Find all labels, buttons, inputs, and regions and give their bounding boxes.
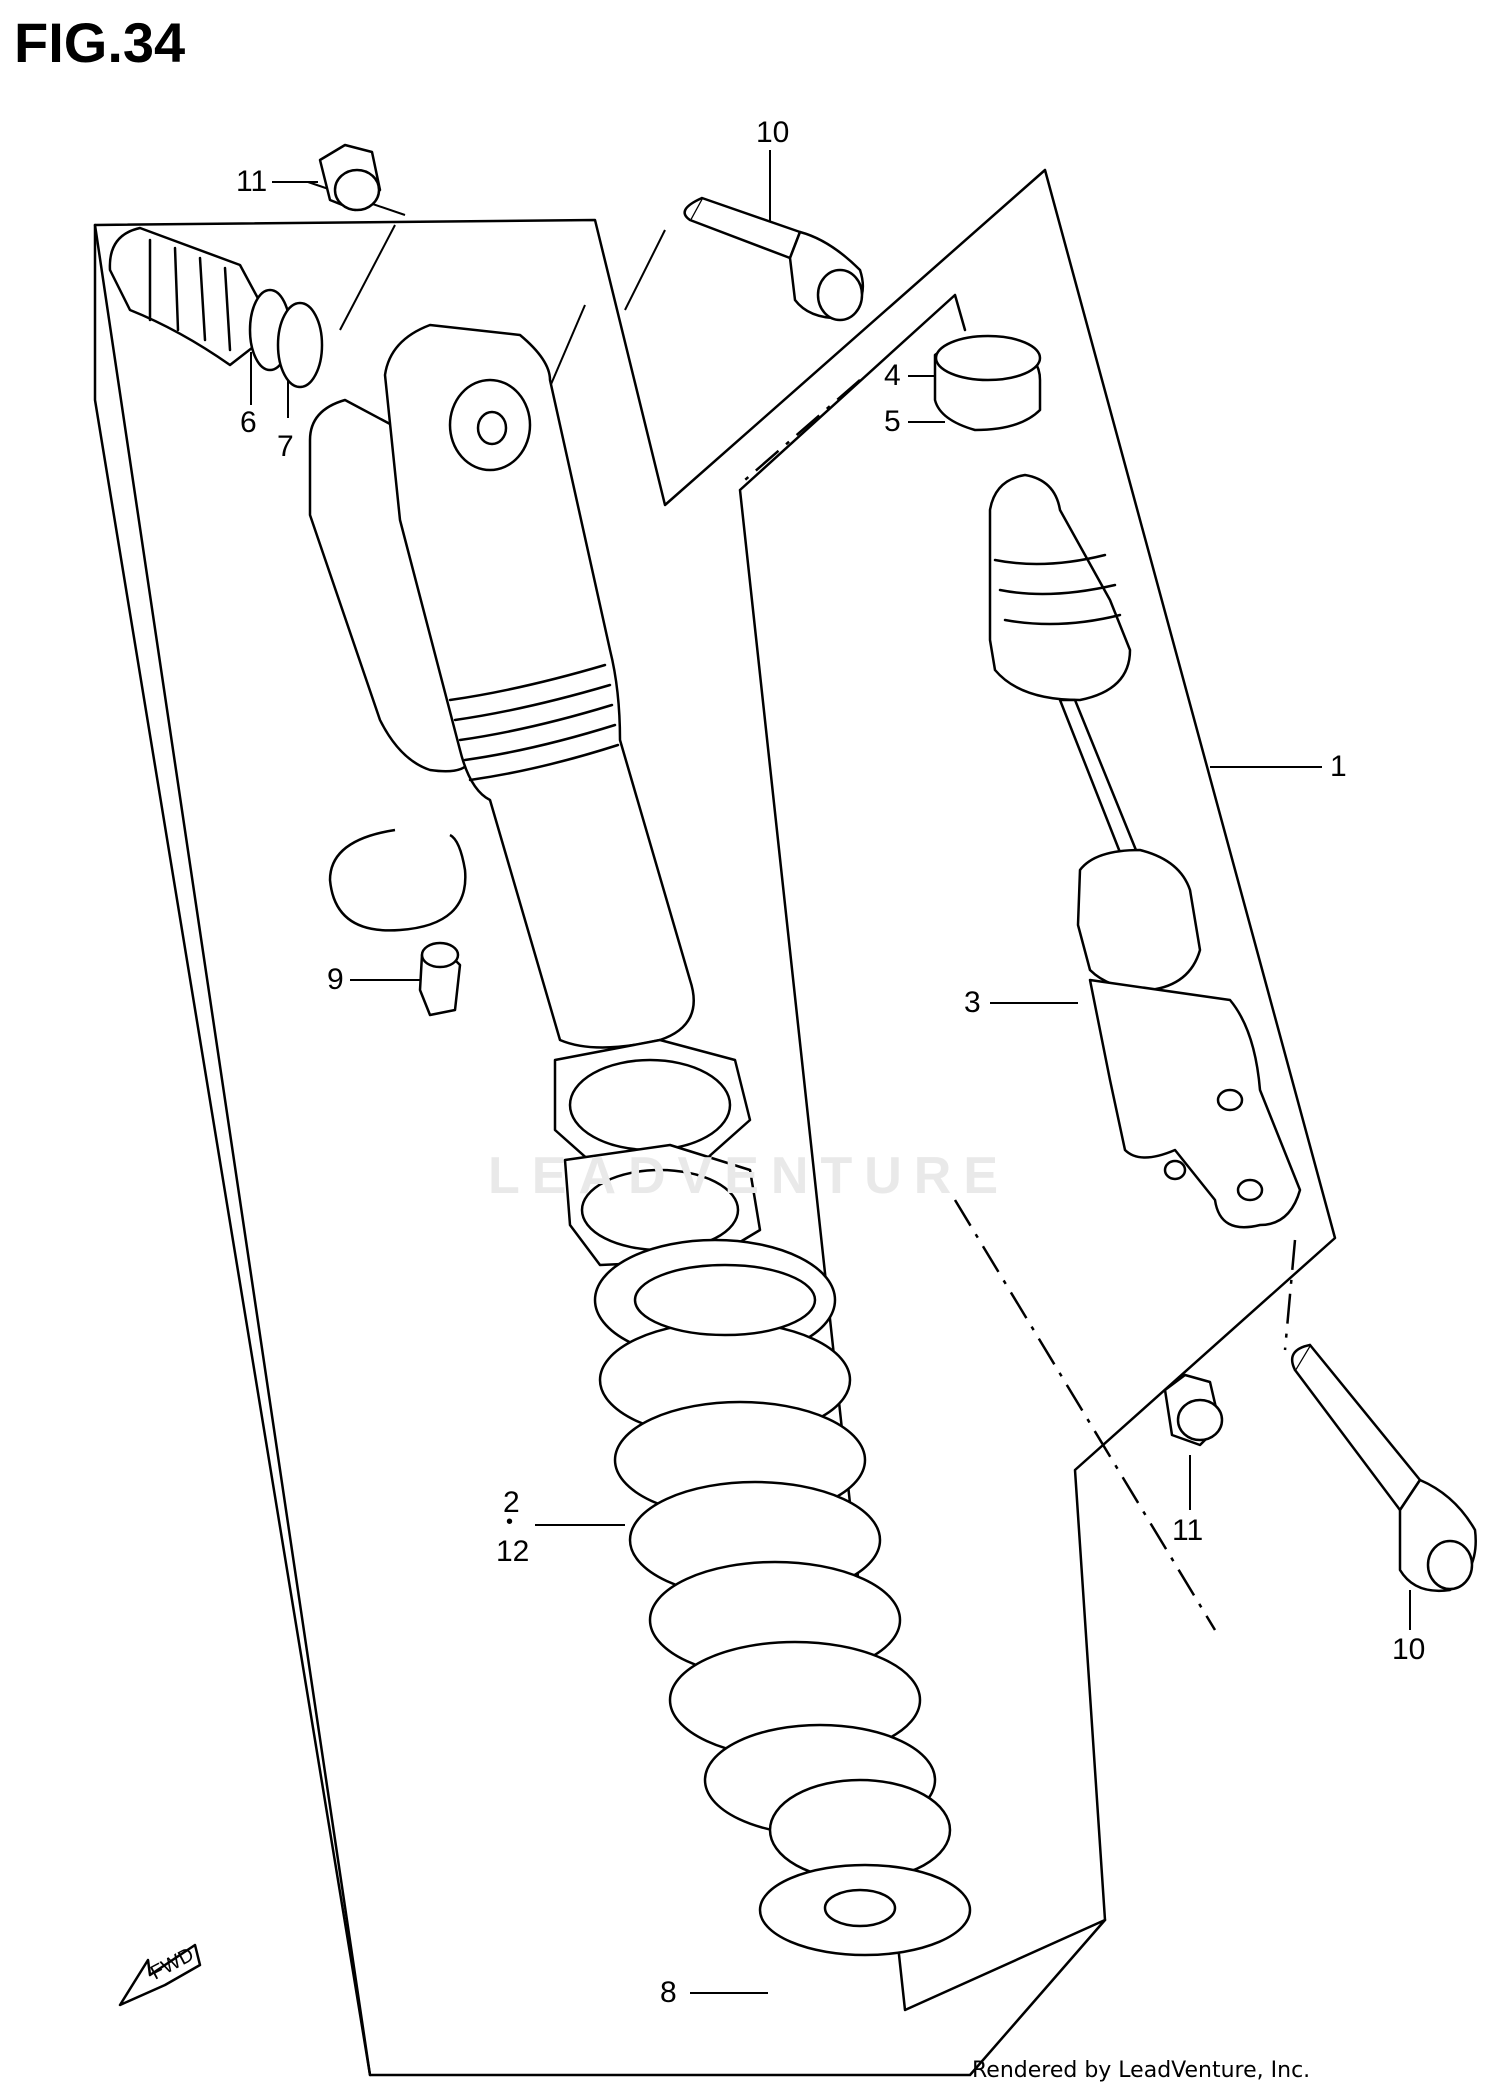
callout-8[interactable]: 8 (660, 1976, 677, 2009)
callout-6[interactable]: 6 (240, 406, 257, 439)
assembly-outline (93, 168, 1337, 2077)
render-credit: Rendered by LeadVenture, Inc. (972, 2058, 1311, 2083)
callout-2[interactable]: 2 (503, 1486, 520, 1519)
callout-7[interactable]: 7 (277, 430, 294, 463)
damper-rod (988, 473, 1302, 1229)
spring (593, 1238, 937, 1837)
figure-title: FIG.34 (14, 11, 186, 74)
snap-ring (328, 828, 467, 932)
adjuster-nut-lower (563, 1143, 762, 1267)
valve-cap (418, 941, 462, 1017)
collar-upper (318, 143, 382, 212)
collar-lower (1163, 1373, 1224, 1447)
callout-5[interactable]: 5 (884, 405, 901, 438)
adjuster-nut-upper (553, 1038, 752, 1172)
assembly-outline-inner (93, 223, 372, 2077)
callout-9[interactable]: 9 (327, 963, 344, 996)
centerline-bolt (1283, 1239, 1297, 1351)
centerline-lower (953, 1199, 1217, 1631)
centerline-upper (744, 379, 861, 481)
shock-body (383, 323, 695, 1049)
shock-unit-outline (738, 293, 1107, 2012)
callout-11-lower[interactable]: 11 (1172, 1514, 1204, 1547)
bolt-lower (1290, 1343, 1477, 1593)
callout-separator-dot: • (506, 1511, 514, 1533)
bolt-upper (683, 196, 865, 322)
callout-4[interactable]: 4 (884, 359, 901, 392)
reservoir-body (308, 398, 472, 773)
callout-1[interactable]: 1 (1330, 750, 1347, 783)
callout-11-upper[interactable]: 11 (236, 165, 268, 198)
callout-10-upper[interactable]: 10 (756, 116, 790, 149)
callout-12[interactable]: 12 (496, 1535, 530, 1568)
reservoir-cap (108, 226, 324, 389)
spring-seat (758, 1778, 972, 1957)
callout-3[interactable]: 3 (964, 986, 981, 1019)
callout-10-lower[interactable]: 10 (1392, 1633, 1426, 1666)
watermark: LEADVENTURE (488, 1147, 1011, 1205)
bushing (933, 334, 1042, 432)
fwd-arrow-icon: FWD (118, 1944, 202, 2007)
